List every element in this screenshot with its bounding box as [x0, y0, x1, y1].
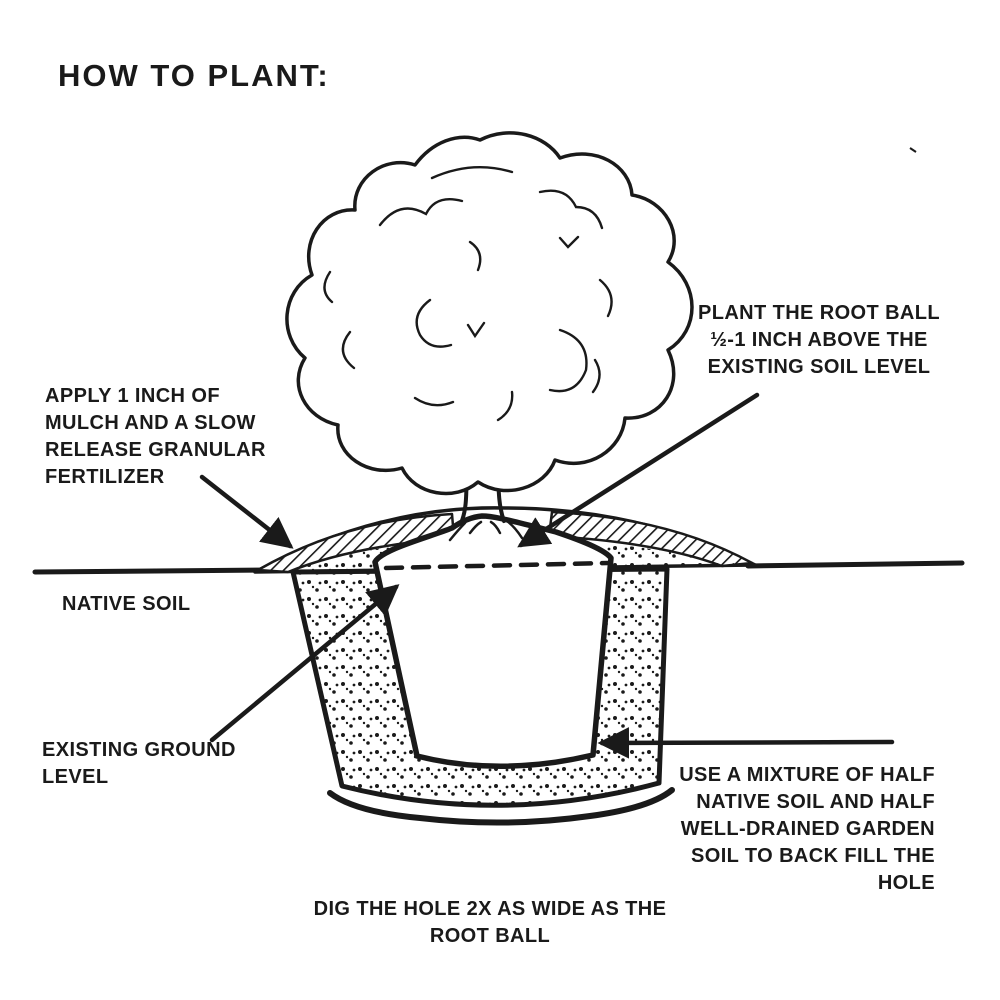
ground-line-left [32, 567, 275, 575]
root-ball [372, 513, 614, 769]
ground-level-arrow [209, 584, 400, 743]
root-ball-arrow [517, 392, 760, 548]
mulch-hatch-right [547, 510, 754, 568]
canopy-texture [323, 166, 613, 422]
stray-pen-mark [909, 147, 917, 153]
root-flare-strokes [448, 519, 524, 542]
root-ball-label: PLANT THE ROOT BALL ½-1 INCH ABOVE THE E… [697, 302, 941, 378]
ground-level-label: EXISTING GROUND LEVEL [42, 739, 236, 788]
page-title: HOW TO PLANT: [58, 58, 330, 93]
mulch-arrow [199, 474, 294, 549]
mulch-label: APPLY 1 INCH OF MULCH AND A SLOW RELEASE… [45, 385, 266, 488]
dashed-ground-level-line [383, 560, 611, 571]
hole-bottom-curve [327, 787, 675, 826]
backfill-arrow [597, 727, 895, 759]
tree-canopy [285, 131, 694, 496]
native-soil-label: NATIVE SOIL [62, 593, 191, 615]
ground-line-right [745, 560, 965, 569]
backfill-label: USE A MIXTURE OF HALF NATIVE SOIL AND HA… [679, 764, 935, 894]
dig-hole-label: DIG THE HOLE 2X AS WIDE AS THE ROOT BALL [313, 898, 667, 947]
